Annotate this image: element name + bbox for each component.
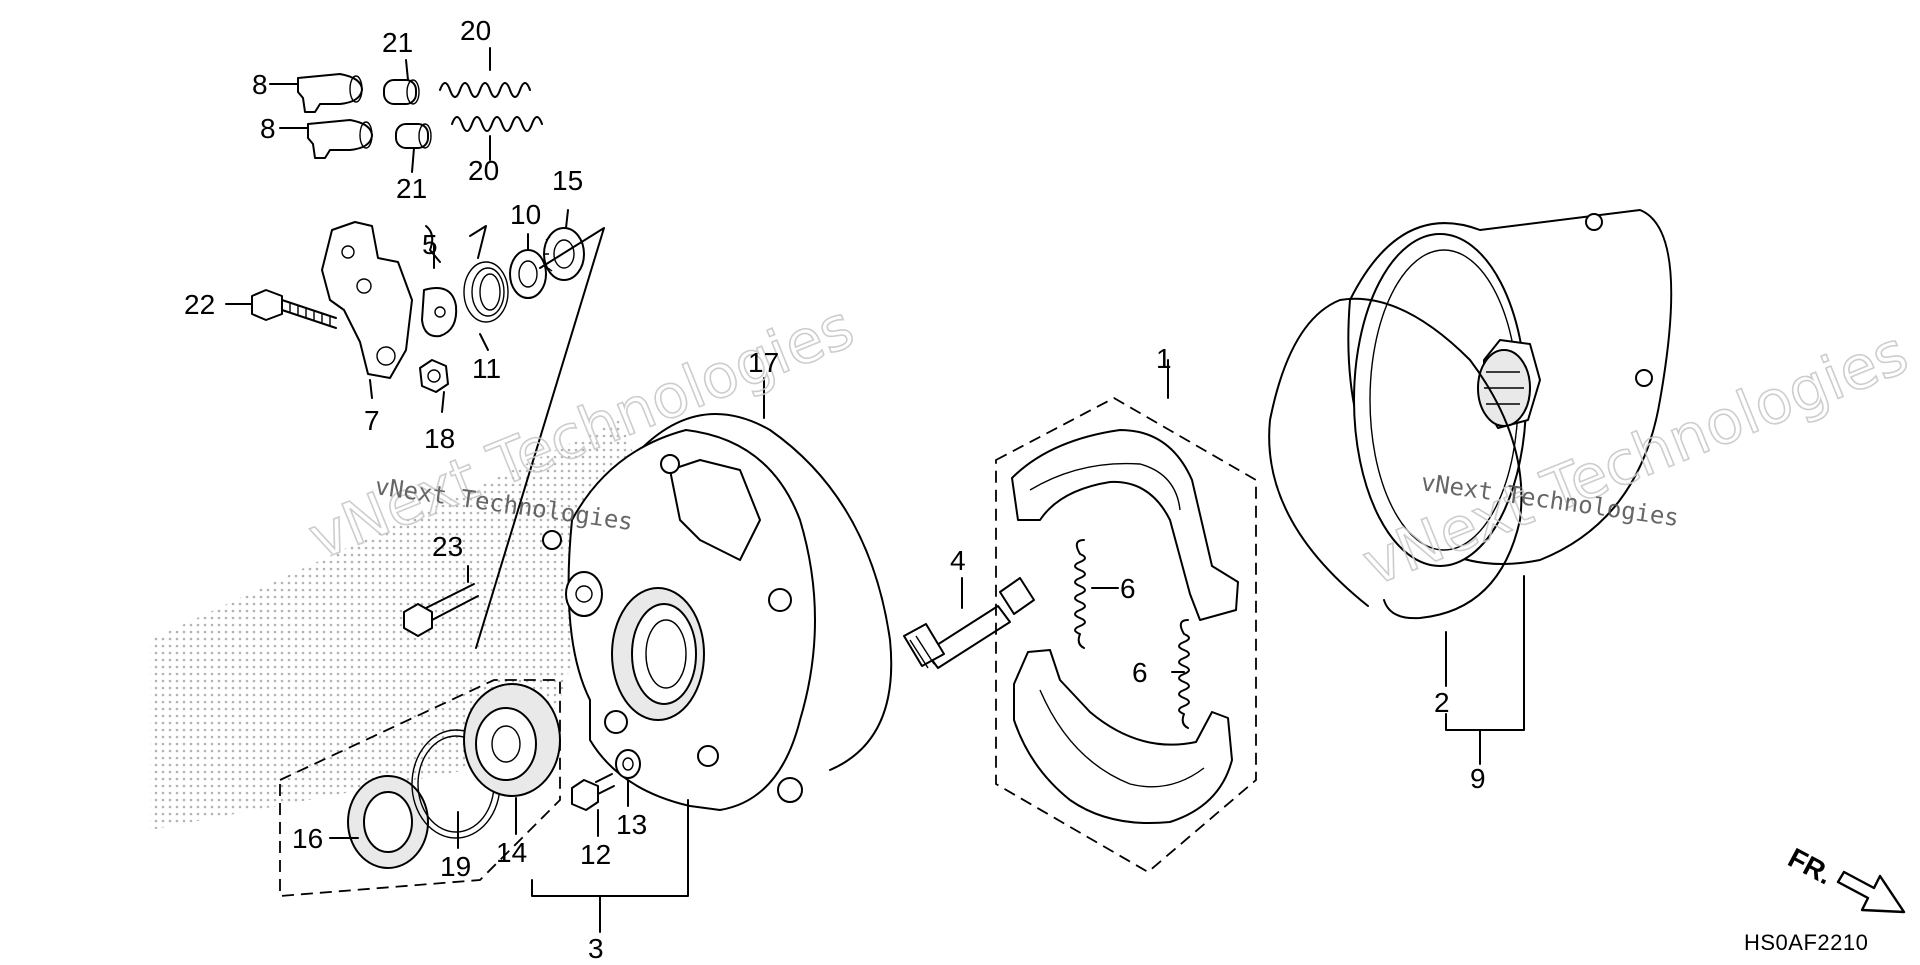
callout-20-upper[interactable]: 20	[460, 15, 491, 46]
callout-3[interactable]: 3	[588, 933, 604, 964]
part-shoe-upper[interactable]	[1011, 429, 1239, 621]
callout-8-upper[interactable]: 8	[252, 69, 268, 100]
group-box-shoes	[995, 396, 1257, 874]
callout-15[interactable]: 15	[552, 165, 583, 196]
part-6-spring-lower[interactable]	[1178, 619, 1190, 729]
diagram-code: HS0AF2210	[1744, 930, 1868, 955]
callout-6-lower[interactable]: 6	[1132, 657, 1148, 688]
callout-23[interactable]: 23	[432, 531, 463, 562]
callout-5[interactable]: 5	[422, 229, 438, 260]
part-4-brake-cam[interactable]	[903, 577, 1035, 669]
part-2-snap-ring[interactable]	[1268, 297, 1523, 620]
callout-10[interactable]: 10	[510, 199, 541, 230]
callout-1[interactable]: 1	[1156, 343, 1172, 374]
callout-11[interactable]: 11	[472, 353, 501, 384]
callout-16[interactable]: 16	[292, 823, 323, 854]
callout-21-upper[interactable]: 21	[382, 27, 413, 58]
front-label: FR.	[1783, 842, 1837, 891]
part-17-brake-panel[interactable]	[542, 413, 893, 811]
callout-labels: 1 2 3 4 5 6 6 7 8 8 9 10 11 12 13 14 15 …	[184, 15, 1486, 964]
part-5-spring-washer[interactable]	[421, 225, 458, 338]
part-21-collar-lower[interactable]	[395, 123, 432, 149]
callout-6-upper[interactable]: 6	[1120, 573, 1136, 604]
part-13-washer[interactable]	[615, 749, 641, 779]
callout-21-lower[interactable]: 21	[396, 173, 427, 204]
callout-17[interactable]: 17	[748, 347, 779, 378]
callout-13[interactable]: 13	[616, 809, 647, 840]
part-20-spring-upper[interactable]	[439, 82, 531, 98]
part-21-collar-upper[interactable]	[383, 79, 420, 105]
callout-8-lower[interactable]: 8	[260, 113, 276, 144]
callout-19[interactable]: 19	[440, 851, 471, 882]
part-7-brake-arm[interactable]	[321, 221, 413, 399]
arrow-down-right-icon	[1836, 870, 1906, 914]
part-10-oil-seal[interactable]	[509, 249, 547, 299]
part-18-nut[interactable]	[419, 359, 449, 393]
leader-lines	[329, 47, 1525, 933]
part-16-oil-seal[interactable]	[347, 775, 429, 869]
callout-18[interactable]: 18	[424, 423, 455, 454]
callout-9[interactable]: 9	[1470, 763, 1486, 794]
part-6-spring-upper[interactable]	[1074, 539, 1086, 649]
part-12-bolt[interactable]	[571, 773, 615, 811]
part-22-bolt[interactable]	[225, 289, 337, 329]
part-9-brake-drum[interactable]	[1347, 209, 1673, 567]
callout-2[interactable]: 2	[1434, 687, 1450, 718]
callout-22[interactable]: 22	[184, 289, 215, 320]
front-direction-indicator: FR.	[1783, 842, 1906, 914]
part-8-brake-lever-upper[interactable]	[269, 73, 363, 113]
part-shoe-lower[interactable]	[1013, 649, 1233, 825]
part-14-bearing[interactable]	[463, 683, 561, 797]
callout-14[interactable]: 14	[496, 837, 527, 868]
callout-4[interactable]: 4	[950, 545, 966, 576]
leader-group-upper	[475, 227, 605, 649]
part-20-spring-lower[interactable]	[451, 116, 543, 132]
part-11-return-spring[interactable]	[463, 225, 509, 323]
callout-20-lower[interactable]: 20	[468, 155, 499, 186]
callout-7[interactable]: 7	[364, 405, 380, 436]
part-8-brake-lever-lower[interactable]	[279, 119, 373, 159]
part-23-bolt[interactable]	[403, 583, 479, 637]
group-box-lower-left	[279, 679, 561, 897]
callout-12[interactable]: 12	[580, 839, 611, 870]
